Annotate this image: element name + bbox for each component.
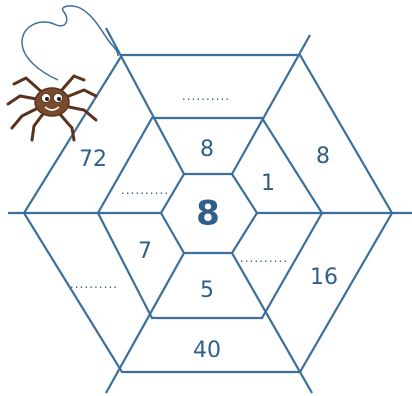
outer-lower-right-number: 16: [310, 265, 338, 290]
inner-upper-right-number: 1: [261, 171, 275, 196]
spoke-top-left: [106, 28, 184, 174]
outer-top-blank[interactable]: ..........: [182, 89, 230, 103]
inner-upper-left-blank[interactable]: ..........: [121, 183, 169, 197]
outer-upper-right-number: 8: [316, 144, 330, 169]
inner-top-number: 8: [200, 137, 214, 162]
spider-icon: [8, 76, 96, 140]
spider-thread: [22, 6, 118, 80]
center-number: 8: [196, 194, 220, 234]
inner-lower-left-number: 7: [138, 239, 152, 264]
outer-upper-left-number: 72: [79, 147, 107, 172]
inner-lower-right-blank[interactable]: ..........: [240, 251, 288, 265]
outer-bottom-number: 40: [193, 338, 221, 363]
outer-lower-left-blank[interactable]: ..........: [70, 277, 118, 291]
inner-bottom-number: 5: [200, 278, 214, 303]
